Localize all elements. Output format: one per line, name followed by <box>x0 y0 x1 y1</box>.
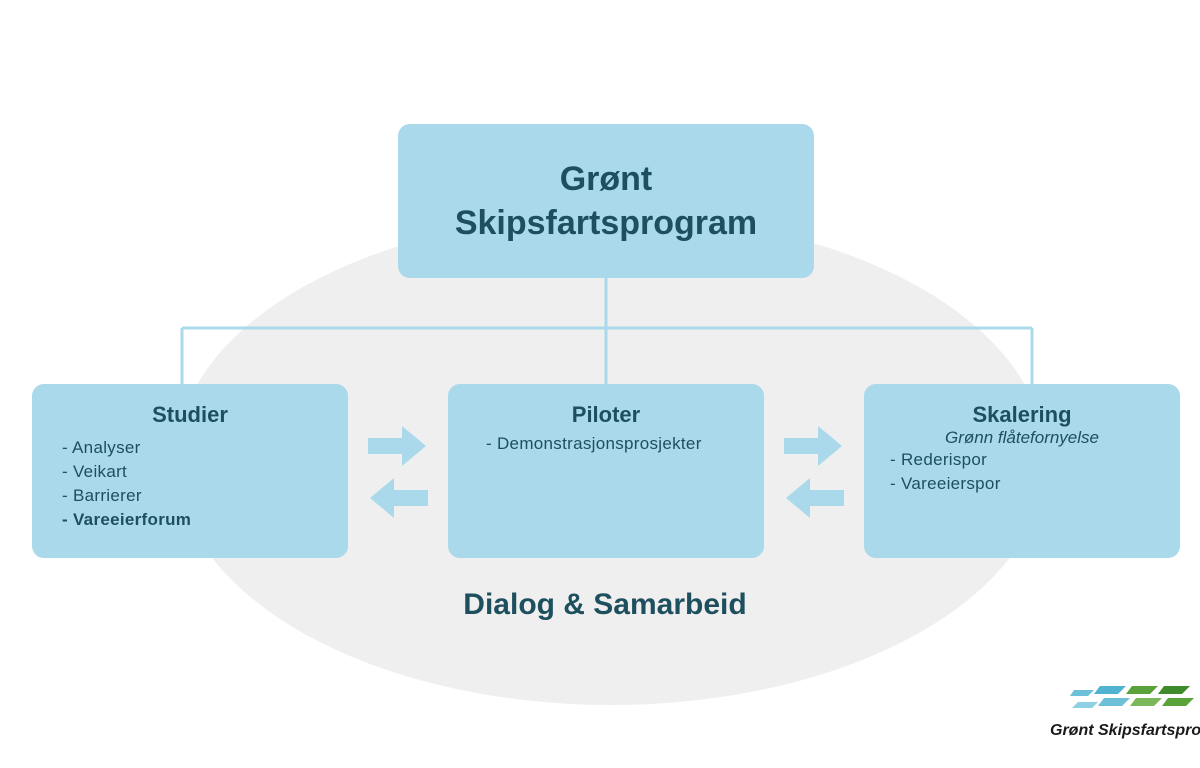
arrow-left-icon <box>370 478 428 518</box>
arrow-right-icon <box>368 426 426 466</box>
skalering-item: - Rederispor <box>890 450 988 469</box>
logo-text: Grønt Skipsfartsprogram <box>1050 722 1200 739</box>
studier-title: Studier <box>152 402 228 427</box>
skalering-item: - Vareeierspor <box>890 474 1001 493</box>
skalering-subtitle: Grønn flåtefornyelse <box>944 428 1099 447</box>
studier-item: - Barrierer <box>62 486 142 505</box>
piloter-list: - Demonstrasjonsprosjekter <box>486 432 702 456</box>
arrow-right-icon <box>784 426 842 466</box>
arrow-left-icon <box>786 478 844 518</box>
studier-item: - Vareeierforum <box>62 510 192 529</box>
studier-list: - Analyser - Veikart - Barrierer - Varee… <box>62 436 191 532</box>
skalering-title: Skalering <box>972 402 1072 427</box>
studier-item: - Veikart <box>62 462 128 481</box>
program-title-line2: Skipsfartsprogram <box>454 204 758 242</box>
skalering-list: - Rederispor - Vareeierspor <box>890 448 1001 496</box>
studier-item: - Analyser <box>62 438 141 457</box>
skalering-box: Skalering Grønn flåtefornyelse - Rederis… <box>864 384 1180 558</box>
logo-icon <box>1070 686 1194 708</box>
dialog-label: Dialog & Samarbeid <box>463 588 747 621</box>
studier-box: Studier - Analyser - Veikart - Barrierer… <box>32 384 348 558</box>
piloter-title: Piloter <box>571 402 641 427</box>
program-title-line1: Grønt <box>559 160 653 198</box>
piloter-item: - Demonstrasjonsprosjekter <box>486 434 702 453</box>
piloter-box: Piloter - Demonstrasjonsprosjekter <box>448 384 764 558</box>
program-box: Grønt Skipsfartsprogram <box>398 124 814 278</box>
